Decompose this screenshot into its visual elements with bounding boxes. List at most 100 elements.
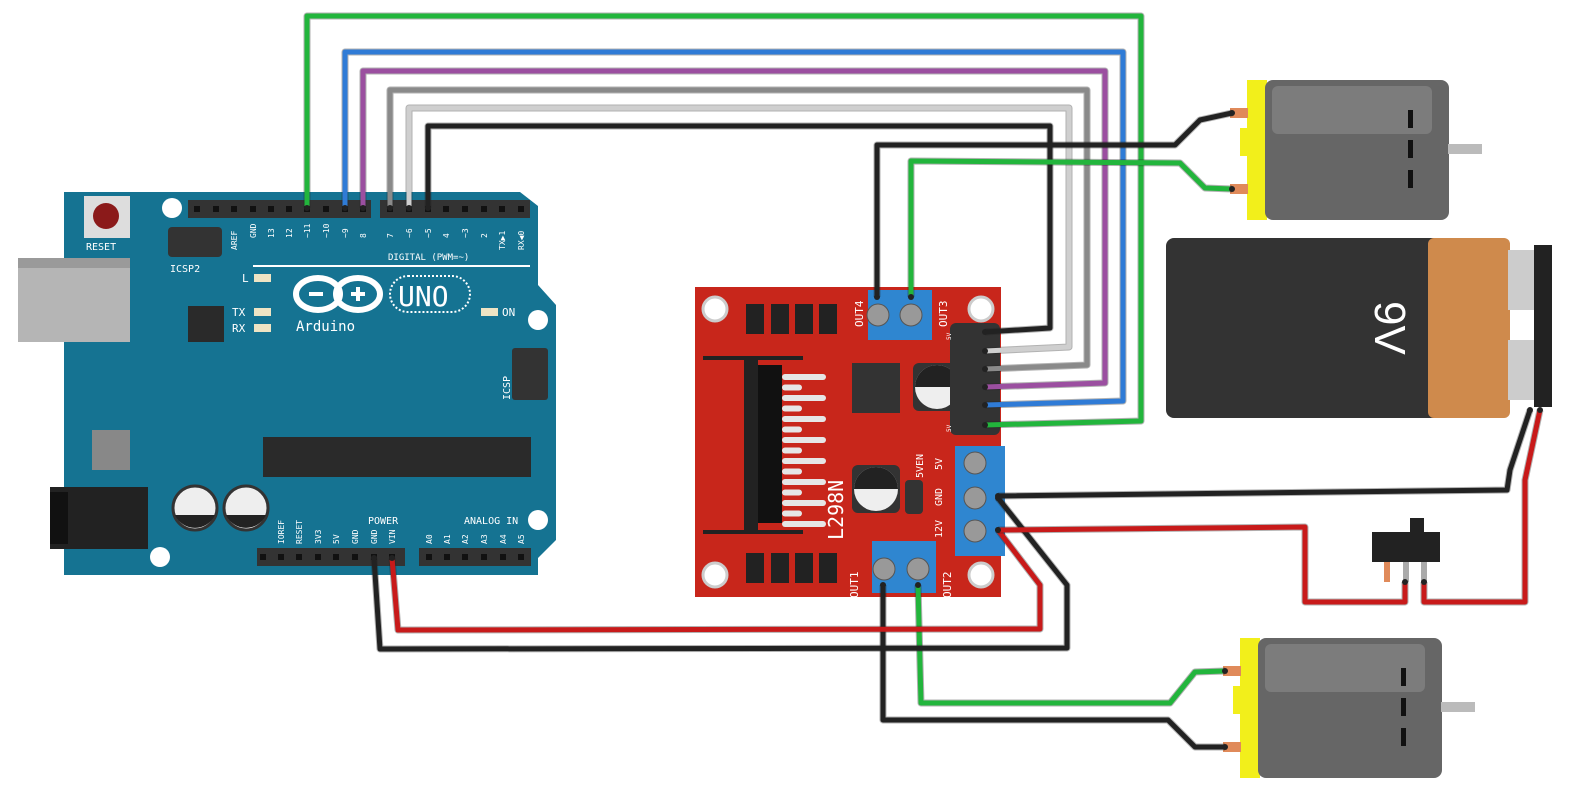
wire-endpoint[interactable] bbox=[1222, 668, 1228, 674]
digital-pin-label: 8 bbox=[359, 233, 368, 238]
led-on bbox=[481, 308, 498, 316]
analog-pin[interactable] bbox=[518, 554, 524, 560]
digital-header-right bbox=[380, 200, 530, 218]
power-pin[interactable] bbox=[296, 554, 302, 560]
wire-endpoint[interactable] bbox=[995, 493, 1001, 499]
slide-switch[interactable] bbox=[1372, 518, 1440, 582]
wire-endpoint[interactable] bbox=[1537, 407, 1543, 413]
analog-pin[interactable] bbox=[444, 554, 450, 560]
digital-pin[interactable] bbox=[231, 206, 237, 212]
digital-pin[interactable] bbox=[518, 206, 524, 212]
wire-endpoint[interactable] bbox=[880, 582, 886, 588]
digital-pin[interactable] bbox=[286, 206, 292, 212]
digital-pin-label: ~11 bbox=[303, 223, 312, 238]
chip-label: L298N bbox=[824, 480, 848, 540]
red-wire[interactable] bbox=[1421, 407, 1543, 605]
chip-pin bbox=[782, 468, 802, 475]
analog-pin[interactable] bbox=[462, 554, 468, 560]
purple-wire[interactable] bbox=[360, 68, 1108, 390]
led-tx bbox=[254, 308, 271, 316]
digital-pin[interactable] bbox=[194, 206, 200, 212]
analog-pin[interactable] bbox=[481, 554, 487, 560]
blue-wire[interactable] bbox=[342, 49, 1126, 408]
out2-label: OUT2 bbox=[941, 572, 954, 599]
digital-pin[interactable] bbox=[462, 206, 468, 212]
voltage-regulator bbox=[92, 430, 130, 470]
wire-endpoint[interactable] bbox=[1229, 186, 1235, 192]
green-wire[interactable] bbox=[915, 582, 1228, 706]
wire-endpoint[interactable] bbox=[304, 205, 310, 211]
power-pin-label: 5V bbox=[332, 534, 341, 544]
usb-chip bbox=[188, 306, 224, 342]
wire-endpoint[interactable] bbox=[908, 294, 914, 300]
wire-endpoint[interactable] bbox=[995, 527, 1001, 533]
digital-pin[interactable] bbox=[323, 206, 329, 212]
reset-button[interactable] bbox=[84, 196, 130, 238]
icsp-header bbox=[512, 348, 548, 400]
reset-label: RESET bbox=[86, 242, 116, 253]
wire-endpoint[interactable] bbox=[342, 205, 348, 211]
analog-header bbox=[419, 548, 531, 566]
black-wire[interactable] bbox=[995, 407, 1533, 499]
gray-wire[interactable] bbox=[387, 87, 1090, 372]
control-header bbox=[950, 323, 1000, 435]
black-wire[interactable] bbox=[371, 495, 1070, 652]
wire-endpoint[interactable] bbox=[915, 582, 921, 588]
wire-endpoint[interactable] bbox=[1527, 407, 1533, 413]
chip-pin bbox=[782, 437, 826, 443]
digital-pin[interactable] bbox=[250, 206, 256, 212]
power-pin[interactable] bbox=[260, 554, 266, 560]
wire-endpoint[interactable] bbox=[874, 294, 880, 300]
black-wire[interactable] bbox=[425, 123, 1053, 335]
wire-endpoint[interactable] bbox=[982, 366, 988, 372]
green-wire[interactable] bbox=[304, 13, 1144, 428]
wire-endpoint[interactable] bbox=[371, 555, 377, 561]
analog-pin[interactable] bbox=[426, 554, 432, 560]
digital-pin[interactable] bbox=[268, 206, 274, 212]
black-wire[interactable] bbox=[874, 110, 1235, 300]
white-wire[interactable] bbox=[406, 105, 1072, 354]
analog-pin[interactable] bbox=[500, 554, 506, 560]
red-wire[interactable] bbox=[995, 524, 1408, 605]
header-5v-label-top: 5V bbox=[946, 332, 953, 340]
wire-endpoint[interactable] bbox=[982, 422, 988, 428]
digital-header-left bbox=[188, 200, 371, 218]
digital-pin[interactable] bbox=[213, 206, 219, 212]
analog-label: ANALOG IN bbox=[464, 516, 518, 527]
wire-endpoint[interactable] bbox=[1421, 579, 1427, 585]
black-wire[interactable] bbox=[880, 582, 1228, 750]
wire-endpoint[interactable] bbox=[1222, 744, 1228, 750]
power-pin[interactable] bbox=[315, 554, 321, 560]
green-wire[interactable] bbox=[908, 158, 1235, 300]
5ven-jumper[interactable] bbox=[905, 480, 923, 514]
chip-pin bbox=[782, 426, 802, 433]
wire-endpoint[interactable] bbox=[1402, 579, 1408, 585]
digital-pin[interactable] bbox=[443, 206, 449, 212]
power-pin[interactable] bbox=[333, 554, 339, 560]
power-pin[interactable] bbox=[278, 554, 284, 560]
red-wire[interactable] bbox=[389, 527, 1043, 633]
digital-pin[interactable] bbox=[481, 206, 487, 212]
wire-endpoint[interactable] bbox=[982, 329, 988, 335]
wire-endpoint[interactable] bbox=[387, 205, 393, 211]
power-pin[interactable] bbox=[352, 554, 358, 560]
wire-endpoint[interactable] bbox=[982, 348, 988, 354]
chip-pin bbox=[782, 500, 826, 506]
wire-endpoint[interactable] bbox=[389, 555, 395, 561]
wire-endpoint[interactable] bbox=[982, 384, 988, 390]
power-pin-label: VIN bbox=[388, 529, 397, 544]
wire-endpoint[interactable] bbox=[425, 205, 431, 211]
wire-endpoint[interactable] bbox=[982, 402, 988, 408]
power-header bbox=[257, 548, 405, 566]
led-rx bbox=[254, 324, 271, 332]
wires bbox=[303, 12, 1544, 751]
capacitor-1 bbox=[171, 484, 219, 532]
dc-motor-1 bbox=[1230, 80, 1482, 220]
digital-pin[interactable] bbox=[499, 206, 505, 212]
wire-endpoint[interactable] bbox=[1229, 110, 1235, 116]
chip-pin bbox=[782, 510, 802, 517]
chip-pin bbox=[782, 384, 802, 391]
wire-endpoint[interactable] bbox=[360, 205, 366, 211]
digital-pin-label: ~3 bbox=[461, 228, 470, 238]
wire-endpoint[interactable] bbox=[406, 205, 412, 211]
